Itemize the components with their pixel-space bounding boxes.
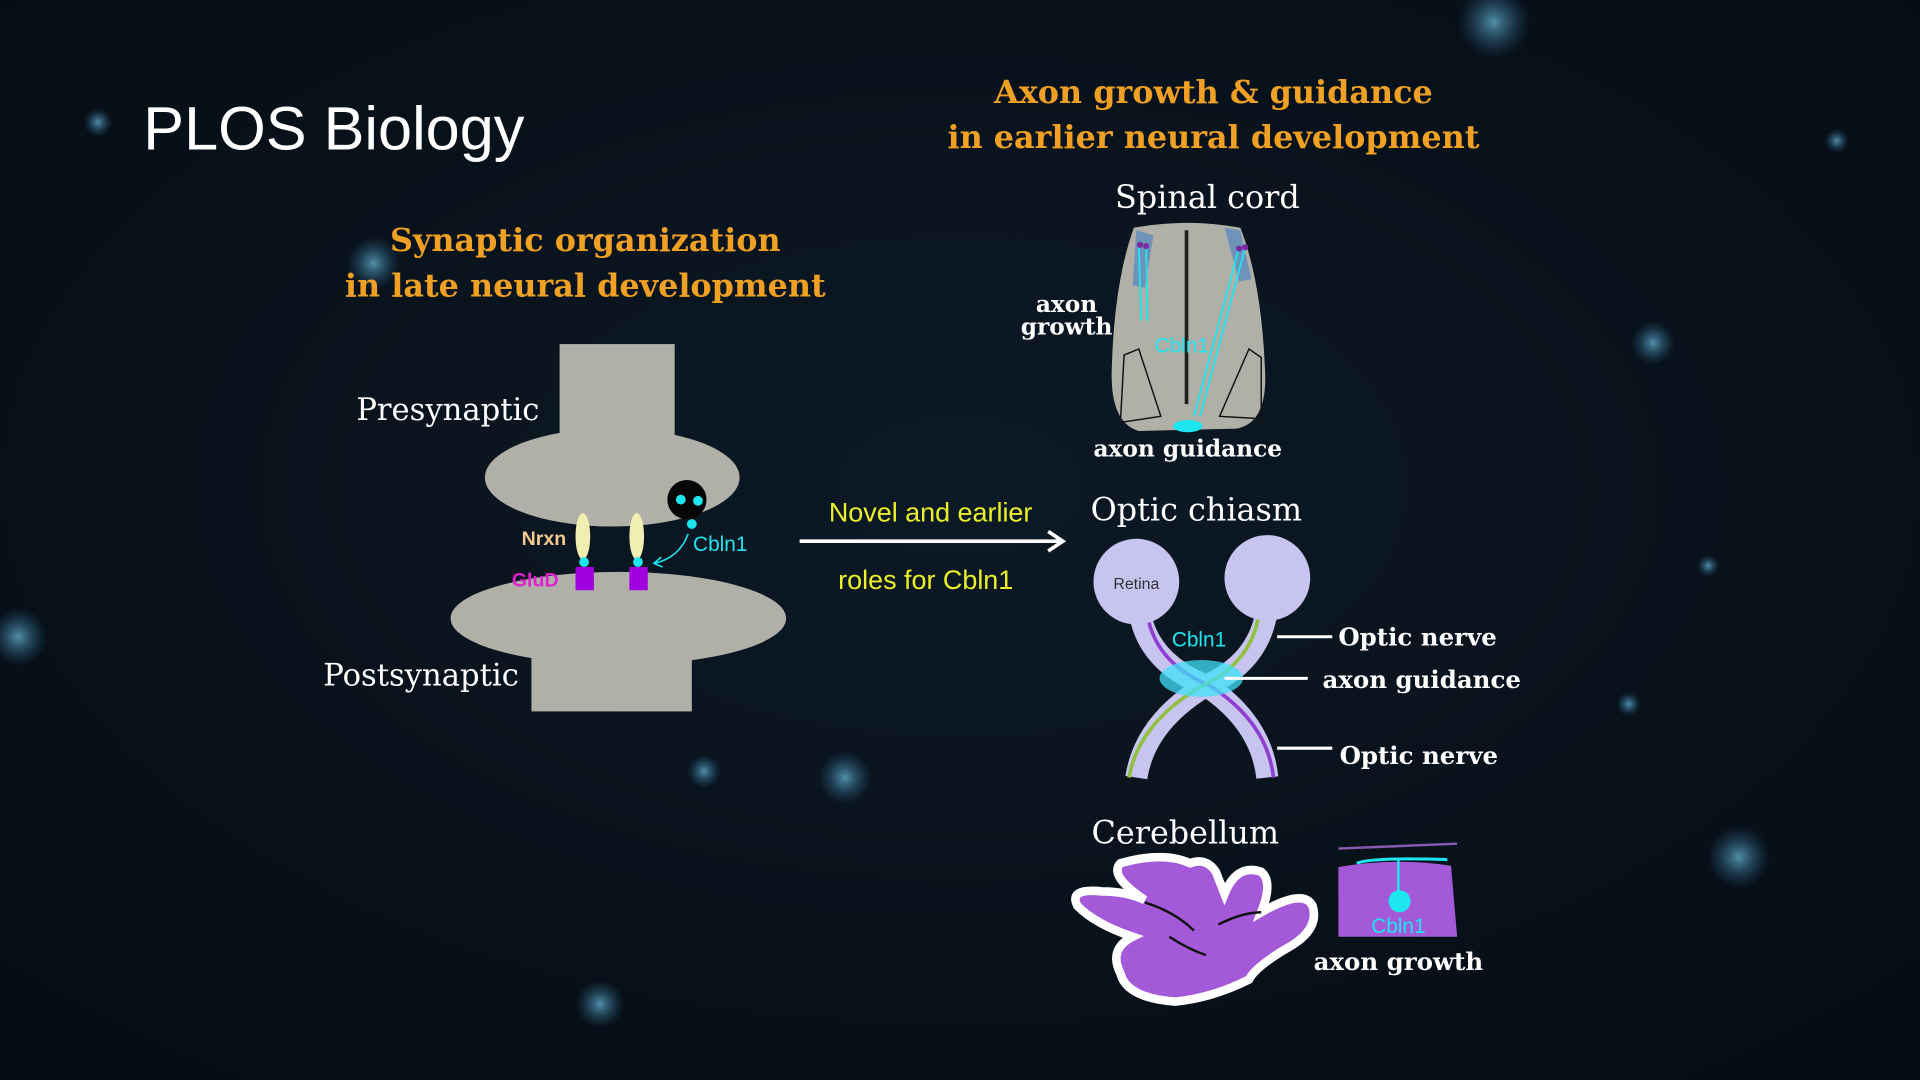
right-heading-line2: in earlier neural development [948, 118, 1480, 156]
retina-right [1224, 535, 1311, 621]
cbln1-label: Cbln1 [693, 533, 747, 556]
arrow-text-line1: Novel and earlier [829, 498, 1033, 528]
retina-label: Retina [1113, 576, 1159, 593]
glud-receptor [629, 566, 648, 591]
right-heading-line1: Axon growth & guidance [993, 73, 1433, 111]
journal-title: PLOS Biology [143, 94, 525, 162]
chiasm-cbln1-region [1159, 660, 1243, 697]
optic-nerve-label-bottom: Optic nerve [1340, 741, 1498, 770]
cbln1-dot [579, 557, 589, 567]
spinal-cord-title: Spinal cord [1115, 178, 1300, 216]
granule-cell [1388, 890, 1411, 913]
spinal-axon-guidance-label: axon guidance [1093, 436, 1282, 463]
cbln1-dot [686, 519, 697, 529]
left-heading-line1: Synaptic organization [390, 221, 781, 259]
spinal-cbln1-label: Cbln1 [1155, 335, 1209, 358]
cbln1-dot [675, 494, 686, 505]
cerebellum-cbln1-label: Cbln1 [1371, 915, 1425, 938]
transition-arrow: Novel and earlier roles for Cbln1 [799, 498, 1067, 595]
left-heading-line2: in late neural development [345, 266, 826, 304]
nrxn-molecule [629, 513, 645, 560]
cerebellum-diagram: Cerebellum Cbln1 axon growth [1071, 814, 1484, 1006]
background-glows [0, 0, 1849, 1029]
nrxn-label: Nrxn [522, 528, 567, 550]
optic-chiasm-diagram: Optic chiasm Retina Cbln1 Optic nerve ax… [1091, 490, 1521, 780]
glud-label: GluD [512, 570, 559, 592]
cerebellum-title: Cerebellum [1092, 814, 1280, 852]
synapse-diagram: Presynaptic Postsynaptic Nrxn GluD Cbln1 [323, 344, 787, 712]
cbln1-pointer-arrow [654, 533, 689, 565]
vesicle [667, 480, 707, 520]
postsynaptic-label: Postsynaptic [323, 659, 519, 694]
cerebellum-axon-growth-label: axon growth [1314, 947, 1484, 976]
cbln1-dot [633, 557, 643, 567]
chiasm-cbln1-label: Cbln1 [1172, 629, 1226, 652]
chiasm-axon-guidance-label: axon guidance [1322, 665, 1521, 694]
optic-nerve-label-top: Optic nerve [1338, 622, 1496, 651]
axon-growth-label-2: growth [1021, 313, 1113, 340]
arrowhead [652, 556, 663, 568]
arrow-text-line2: roles for Cbln1 [838, 565, 1013, 595]
spinal-cord-section [1111, 222, 1266, 432]
presynaptic-label: Presynaptic [356, 393, 539, 428]
postsynaptic-dendrite [531, 618, 692, 712]
glud-receptor [575, 566, 594, 591]
spinal-cord-diagram: Spinal cord Cbln1 axon growth axon guida… [1021, 178, 1300, 463]
nrxn-molecule [575, 513, 591, 560]
retina-left [1093, 538, 1180, 625]
cbln1-dot [693, 495, 703, 506]
optic-chiasm-title: Optic chiasm [1091, 490, 1302, 528]
axon-growth-label-1: axon [1036, 291, 1097, 318]
cerebellum-shape [1071, 852, 1319, 1006]
